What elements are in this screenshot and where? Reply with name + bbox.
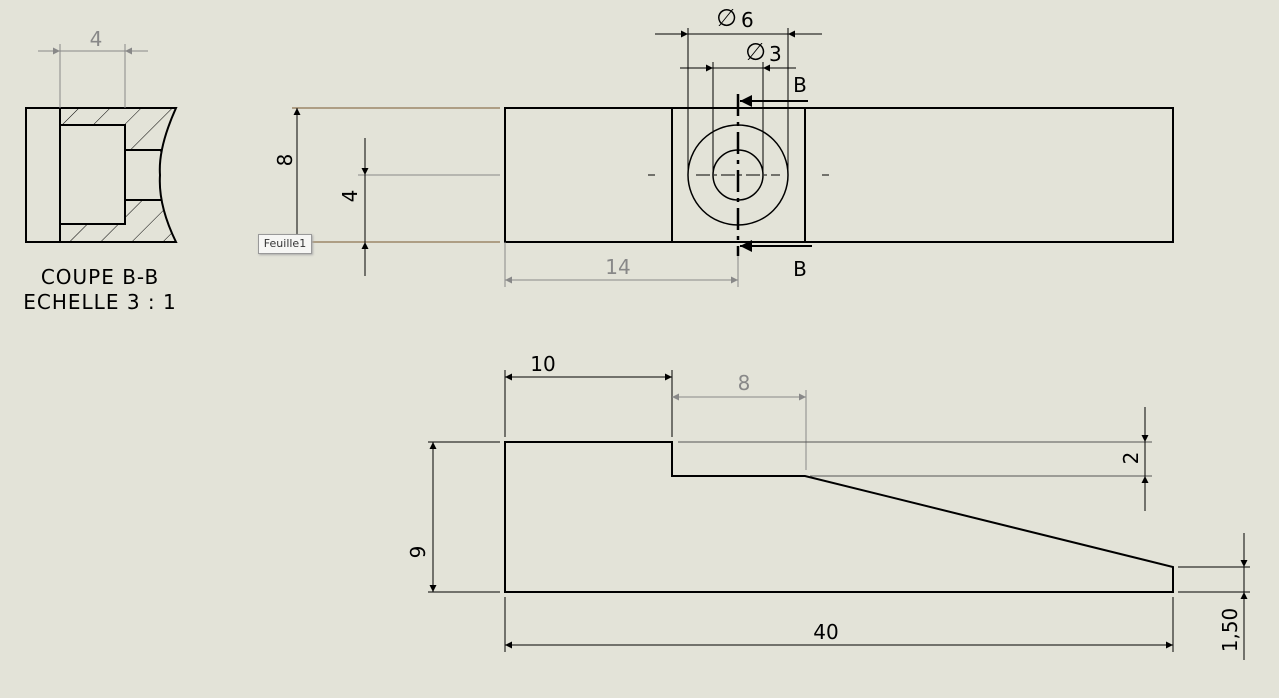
section-scale: ECHELLE 3 : 1 [23, 290, 176, 314]
dim-total-height-label: 9 [406, 546, 430, 559]
dim-pocket-length-label: 8 [738, 371, 751, 395]
section-view: 4 COUPE B-B ECHELLE 3 : 1 [23, 27, 178, 314]
section-hatch [60, 108, 176, 242]
dim-inner-diameter-label: 3 [769, 42, 782, 66]
section-counterbore [60, 124, 126, 225]
cut-label-top: B [793, 73, 807, 97]
dim-step-depth-label: 2 [1119, 452, 1143, 465]
dim-hole-offset-label: 4 [338, 190, 362, 203]
dim-width-label: 4 [90, 27, 103, 51]
cut-label-bottom: B [793, 257, 807, 281]
dim-end-thickness-label: 1,50 [1218, 608, 1242, 653]
top-view-outline [504, 107, 1174, 243]
section-title: COUPE B-B [41, 265, 159, 289]
section-outline [25, 107, 178, 243]
section-through-hole [125, 149, 162, 201]
diameter-symbol: ∅ [716, 4, 737, 32]
dim-step-length-label: 10 [530, 352, 555, 376]
dim-total-length-label: 40 [813, 620, 838, 644]
dim-hole-position-label: 14 [605, 255, 630, 279]
dim-outer-diameter-label: 6 [741, 8, 754, 32]
top-view: B B 8 4 14 ∅ 6 ∅ 3 [273, 4, 1174, 287]
dim-height-label: 8 [273, 154, 297, 167]
front-view-profile [504, 441, 1174, 593]
front-view: 10 8 2 9 40 1,50 [406, 352, 1250, 660]
sheet-tab[interactable]: Feuille1 [258, 234, 312, 254]
diameter-symbol: ∅ [745, 38, 766, 66]
